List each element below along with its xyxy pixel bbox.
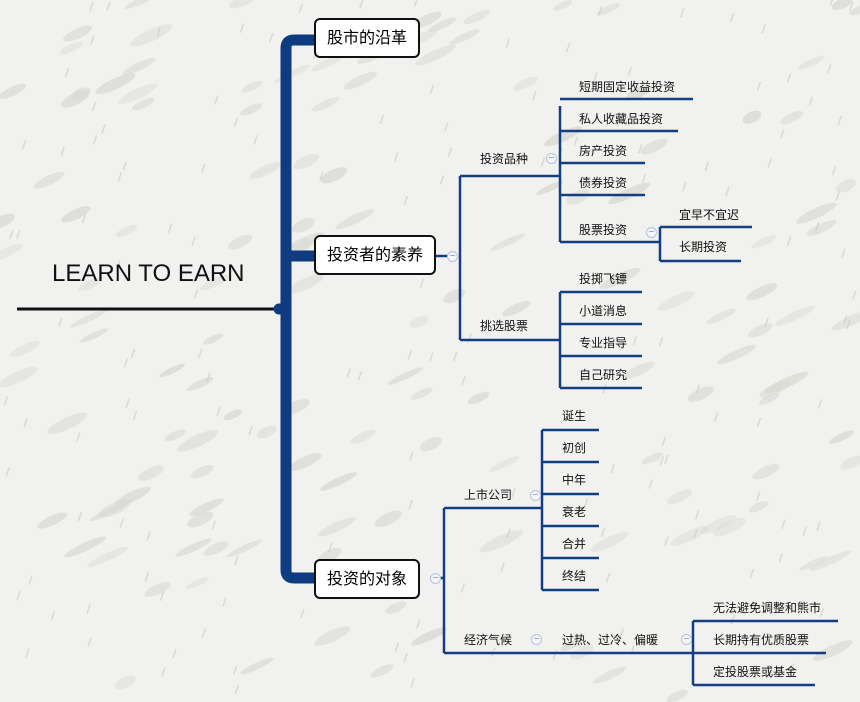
- connector-stock-sub: [643, 225, 752, 263]
- node-investor[interactable]: 投资者的素养: [314, 235, 437, 275]
- node-picking-item[interactable]: 专业指导: [579, 336, 628, 350]
- collapse-toggle-varieties[interactable]: −: [546, 153, 557, 164]
- node-picking-item[interactable]: 投掷飞镖: [579, 272, 628, 286]
- node-listed-item[interactable]: 初创: [562, 441, 587, 455]
- node-variety-item[interactable]: 债券投资: [579, 176, 628, 190]
- node-listed-item[interactable]: 合并: [562, 537, 587, 551]
- node-stock-sub[interactable]: 宜早不宜迟: [679, 208, 740, 222]
- node-listed[interactable]: 上市公司: [464, 488, 513, 502]
- node-economy-item[interactable]: 无法避免调整和熊市: [713, 601, 822, 615]
- node-listed-item[interactable]: 终结: [562, 569, 587, 583]
- collapse-toggle-investor[interactable]: −: [447, 251, 458, 262]
- connector-listed-items: [532, 428, 599, 592]
- root-title: LEARN TO EARN: [52, 260, 245, 287]
- node-history[interactable]: 股市的沿革: [314, 18, 421, 58]
- node-economy-item[interactable]: 长期持有优质股票: [713, 633, 810, 647]
- node-economy-item[interactable]: 定投股票或基金: [713, 665, 798, 679]
- node-variety-item[interactable]: 房产投资: [579, 144, 628, 158]
- collapse-toggle-cycle[interactable]: −: [681, 634, 692, 645]
- connector-economy-items: [535, 619, 838, 687]
- node-listed-item[interactable]: 中年: [562, 473, 587, 487]
- node-listed-item[interactable]: 诞生: [562, 409, 587, 423]
- node-economy[interactable]: 经济气候: [464, 633, 513, 647]
- node-listed-item[interactable]: 衰老: [562, 505, 587, 519]
- node-economy-cycle[interactable]: 过热、过冷、偏暖: [562, 633, 659, 647]
- connector-varieties-items: [558, 97, 693, 244]
- node-variety-stock[interactable]: 股票投资: [579, 223, 628, 237]
- collapse-toggle-economy[interactable]: −: [531, 634, 542, 645]
- collapse-toggle-targets[interactable]: −: [430, 573, 441, 584]
- node-variety-item[interactable]: 短期固定收益投资: [579, 80, 676, 94]
- main-spine: [273, 34, 322, 584]
- node-varieties[interactable]: 投资品种: [480, 152, 529, 166]
- node-picking-item[interactable]: 小道消息: [579, 304, 628, 318]
- connector-picking-items: [558, 290, 642, 390]
- collapse-toggle-stock[interactable]: −: [646, 227, 657, 238]
- collapse-toggle-listed[interactable]: −: [530, 490, 541, 501]
- node-stock-sub[interactable]: 长期投资: [679, 240, 728, 254]
- node-picking[interactable]: 挑选股票: [480, 319, 529, 333]
- connector-investor-split: [458, 174, 542, 342]
- node-variety-item[interactable]: 私人收藏品投资: [579, 112, 664, 126]
- node-targets[interactable]: 投资的对象: [314, 559, 421, 599]
- node-picking-item[interactable]: 自己研究: [579, 368, 628, 382]
